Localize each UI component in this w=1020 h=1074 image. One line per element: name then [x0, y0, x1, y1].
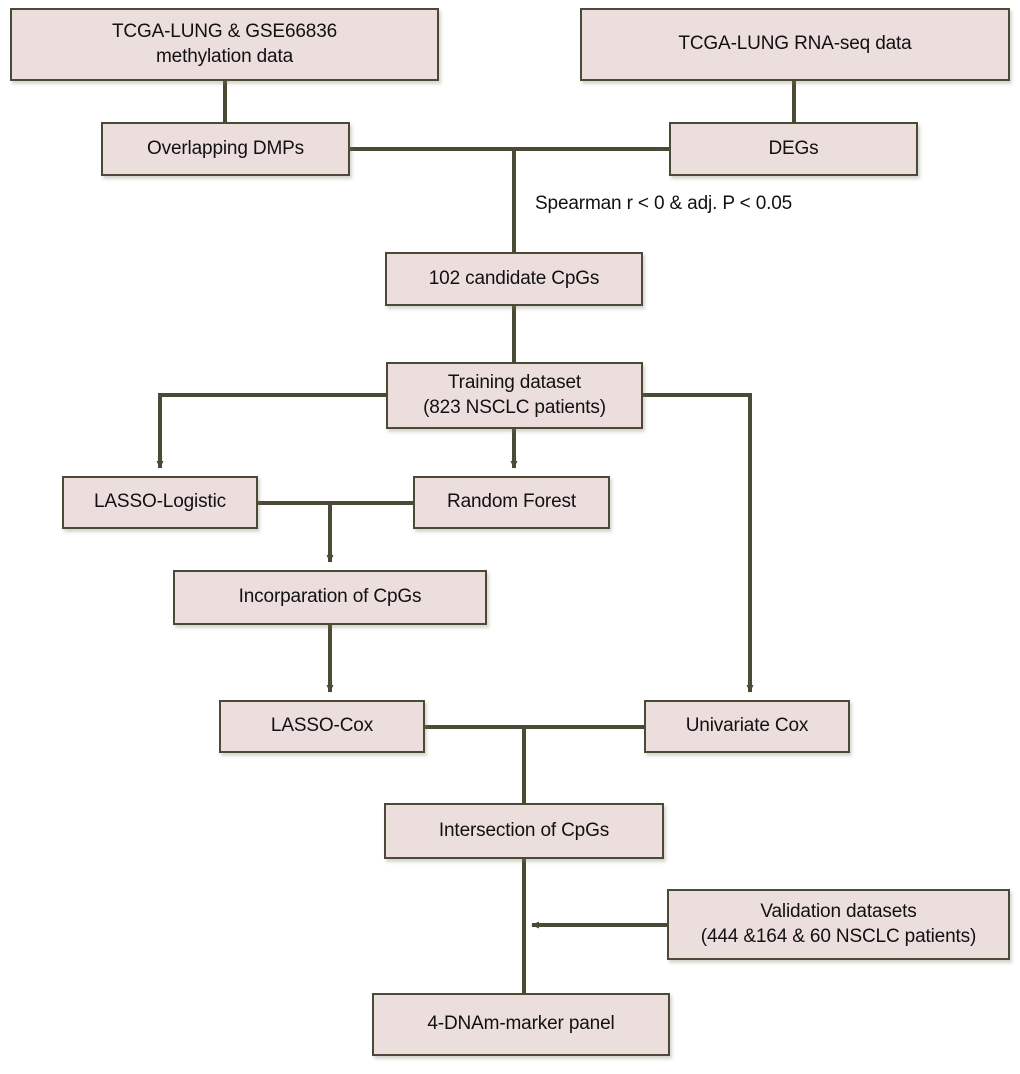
node-degs[interactable]: DEGs [669, 122, 918, 176]
node-marker-panel[interactable]: 4-DNAm-marker panel [372, 993, 670, 1056]
node-candidate-cpgs[interactable]: 102 candidate CpGs [385, 252, 643, 306]
edge-label-spearman-criteria: Spearman r < 0 & adj. P < 0.05 [535, 193, 793, 214]
node-incorporation-cpgs[interactable]: Incorparation of CpGs [173, 570, 487, 625]
node-univariate-cox[interactable]: Univariate Cox [644, 700, 850, 753]
node-validation-datasets[interactable]: Validation datasets (444 &164 & 60 NSCLC… [667, 889, 1010, 960]
edge-training-to-univariate-cox [643, 393, 754, 693]
node-random-forest[interactable]: Random Forest [413, 476, 610, 529]
node-lasso-logistic[interactable]: LASSO-Logistic [62, 476, 258, 529]
node-intersection-cpgs[interactable]: Intersection of CpGs [384, 803, 664, 859]
node-training-dataset[interactable]: Training dataset (823 NSCLC patients) [386, 362, 643, 429]
node-rnaseq-data[interactable]: TCGA-LUNG RNA-seq data [580, 8, 1010, 81]
node-lasso-cox[interactable]: LASSO-Cox [219, 700, 425, 753]
node-overlapping-dmps[interactable]: Overlapping DMPs [101, 122, 350, 176]
edge-training-to-lasso-logistic [156, 393, 386, 469]
node-methylation-data[interactable]: TCGA-LUNG & GSE66836 methylation data [10, 8, 439, 81]
